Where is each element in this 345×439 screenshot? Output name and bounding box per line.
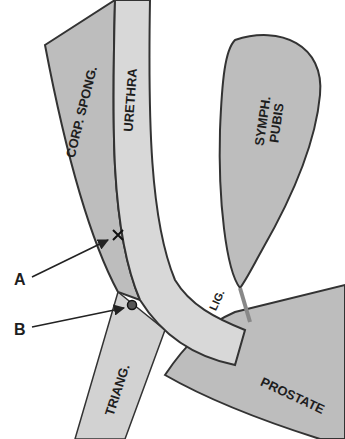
dot-mark: [128, 301, 137, 310]
leader-arrow: [32, 240, 108, 277]
leader-arrow: [32, 308, 124, 327]
callout-letter: A: [14, 273, 26, 287]
callout-letter: B: [14, 323, 26, 337]
part-name: LIG.: [205, 287, 227, 312]
urethra-shape: [113, 0, 245, 365]
symphysis-shape: [220, 35, 321, 288]
x-mark: [113, 230, 123, 240]
ligament-strip: [240, 288, 250, 322]
